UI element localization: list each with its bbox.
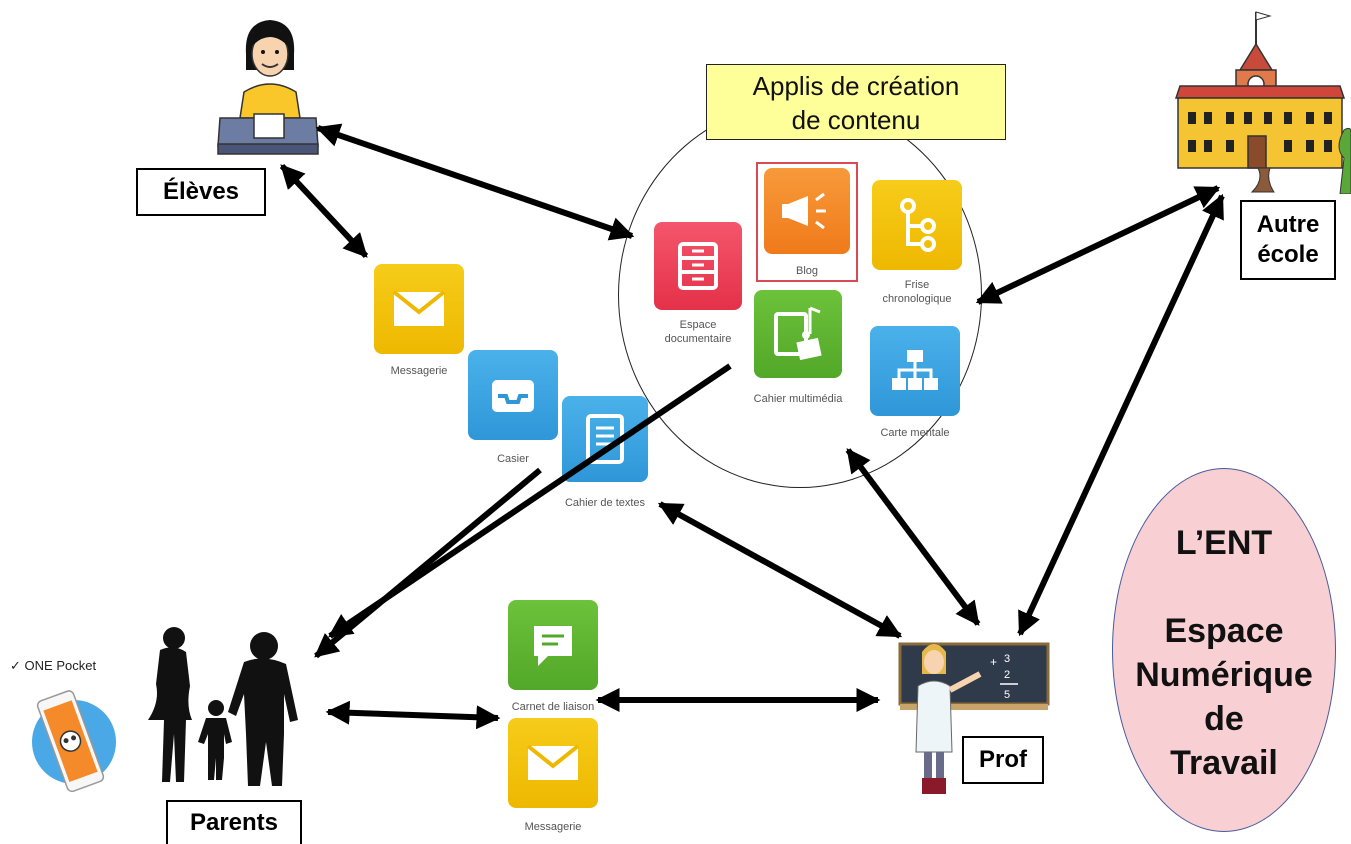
carnet-de-liaison-app[interactable]: [508, 600, 598, 690]
notebook-icon: [586, 414, 624, 464]
espace-documentaire-label: Espace documentaire: [640, 318, 756, 346]
messagerie-top-app[interactable]: [374, 264, 464, 354]
inbox-icon: [492, 380, 534, 412]
autre-ecole-label: Autre école: [1240, 200, 1336, 280]
arrow-parents-carnet: [325, 700, 501, 730]
eleves-label: Élèves: [136, 168, 266, 216]
espace-documentaire-app[interactable]: [654, 222, 742, 310]
teacher-illustration: + 3 2 5: [898, 642, 1050, 794]
parents-label: Parents: [166, 800, 302, 844]
ent-line2: Numérique: [1135, 656, 1313, 694]
arrow-eleves-creation: [315, 123, 635, 241]
chat-bubble-icon: [534, 626, 572, 666]
cahier-multimedia-app[interactable]: [754, 290, 842, 378]
ent-line1: Espace: [1164, 612, 1284, 650]
notebook-music-icon: [774, 306, 822, 361]
one-pocket-label: ONE Pocket: [24, 658, 97, 673]
svg-text:3: 3: [1004, 653, 1010, 665]
one-pocket-app-icon[interactable]: [28, 686, 120, 798]
checkmark-icon: ✓: [10, 658, 21, 673]
blog-app-frame[interactable]: Blog: [756, 162, 858, 282]
ent-title: L’ENT: [1175, 524, 1273, 562]
creation-apps-title-line2: de contenu: [791, 105, 921, 135]
cahier-de-textes-app[interactable]: [562, 396, 648, 482]
casier-app[interactable]: [468, 350, 558, 440]
school-building-illustration: [1174, 11, 1351, 194]
creation-apps-title-line1: Applis de création: [752, 71, 960, 101]
carnet-de-liaison-label: Carnet de liaison: [511, 701, 595, 713]
autre-ecole-line2: école: [1257, 241, 1319, 268]
arrow-cahier-textes-prof: [657, 501, 903, 639]
cahier-multimedia-label: Cahier multimédia: [753, 393, 843, 405]
timeline-icon: [900, 198, 936, 252]
blog-app-icon: [764, 168, 850, 254]
megaphone-icon: [782, 192, 826, 230]
svg-text:+: +: [990, 655, 997, 669]
creation-apps-title-box: Applis de création de contenu: [706, 64, 1006, 140]
arrow-frise-autre-ecole: [975, 185, 1221, 305]
svg-text:5: 5: [1004, 689, 1010, 701]
carte-mentale-label: Carte mentale: [880, 427, 950, 439]
espace-documentaire-label-line2: documentaire: [664, 333, 732, 345]
ent-line3: de: [1204, 700, 1244, 738]
frise-chronologique-app[interactable]: [872, 180, 962, 270]
sitemap-icon: [892, 350, 938, 390]
autre-ecole-line1: Autre: [1256, 211, 1320, 238]
arrow-circle-prof: [845, 448, 981, 626]
blog-label: Blog: [795, 265, 819, 277]
parents-silhouette-illustration: [148, 627, 298, 786]
messagerie-bottom-label: Messagerie: [524, 821, 582, 833]
student-illustration: [217, 20, 319, 155]
drawer-icon: [678, 242, 718, 290]
envelope-icon: [392, 290, 446, 326]
messagerie-top-label: Messagerie: [390, 365, 448, 377]
prof-label: Prof: [962, 736, 1044, 784]
ent-definition-ellipse: L’ENT Espace Numérique de Travail: [1112, 468, 1336, 832]
carte-mentale-app[interactable]: [870, 326, 960, 416]
frise-chronologique-label: Frise chronologique: [858, 278, 976, 306]
arrow-casier-parents: [314, 467, 542, 659]
espace-documentaire-label-line1: Espace: [679, 319, 717, 331]
svg-text:2: 2: [1004, 669, 1010, 681]
arrow-eleves-messagerie: [279, 163, 369, 259]
frise-label-line2: chronologique: [882, 293, 952, 305]
casier-label: Casier: [497, 453, 529, 465]
envelope-icon: [526, 744, 580, 780]
frise-label-line1: Frise: [904, 279, 930, 291]
one-pocket-item[interactable]: ✓ ONE Pocket: [10, 658, 96, 674]
cahier-de-textes-label: Cahier de textes: [564, 497, 646, 509]
messagerie-bottom-app[interactable]: [508, 718, 598, 808]
ent-line4: Travail: [1170, 744, 1278, 782]
